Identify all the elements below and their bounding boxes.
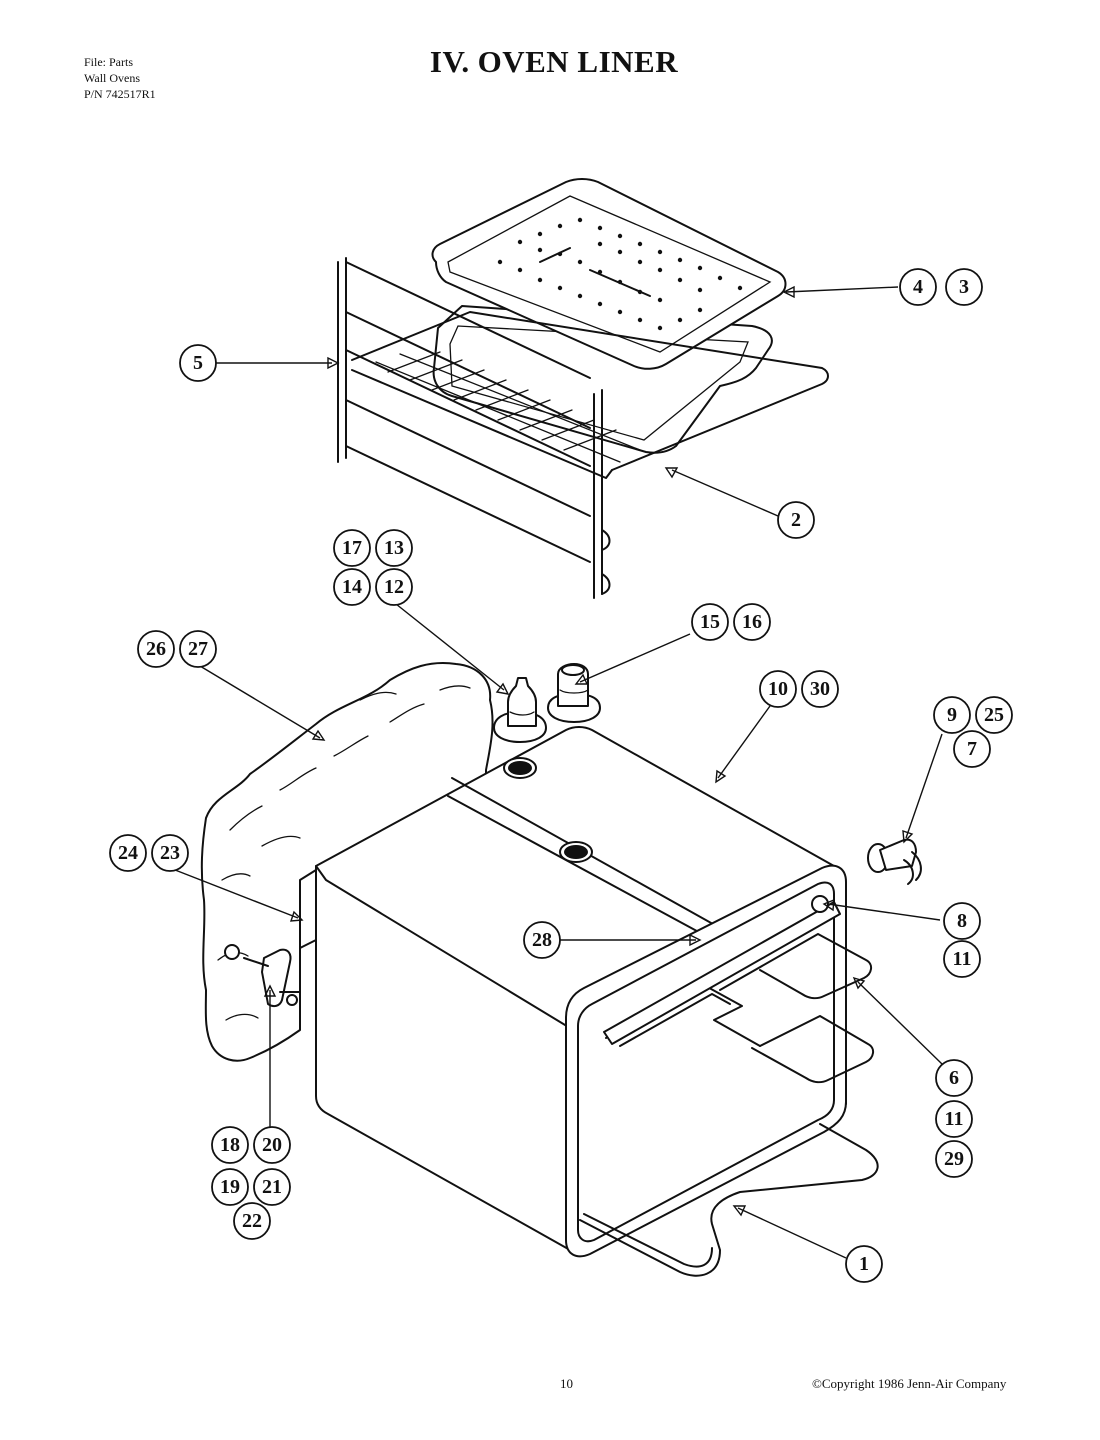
svg-text:8: 8 xyxy=(957,910,967,932)
callout-22: 22 xyxy=(233,1202,271,1240)
svg-text:21: 21 xyxy=(262,1176,282,1198)
copyright-notice: ©Copyright 1986 Jenn-Air Company xyxy=(812,1376,1007,1391)
callout-23: 23 xyxy=(151,834,189,872)
callout-11-upper: 11 xyxy=(943,940,981,978)
callout-27: 27 xyxy=(179,630,217,668)
callout-7: 7 xyxy=(953,730,991,768)
svg-text:15: 15 xyxy=(700,611,720,633)
svg-text:19: 19 xyxy=(220,1176,240,1198)
svg-text:16: 16 xyxy=(742,611,762,633)
section-number: IV. xyxy=(429,44,470,79)
callout-24: 24 xyxy=(109,834,147,872)
callout-18: 18 xyxy=(211,1126,249,1164)
svg-text:14: 14 xyxy=(342,576,362,598)
file-line-3: P/N 742517R1 xyxy=(84,87,156,101)
bake-element-drawing xyxy=(579,1123,879,1277)
leader-lines xyxy=(169,285,943,1259)
svg-text:10: 10 xyxy=(768,678,788,700)
callout-4: 4 xyxy=(899,268,937,306)
file-line-1: File: Parts xyxy=(84,55,134,69)
svg-text:22: 22 xyxy=(242,1210,262,1232)
broil-element-drawing xyxy=(603,895,874,1084)
svg-text:7: 7 xyxy=(967,738,977,760)
callout-14: 14 xyxy=(333,568,371,606)
svg-text:1: 1 xyxy=(859,1253,869,1275)
svg-text:18: 18 xyxy=(220,1134,240,1156)
svg-text:3: 3 xyxy=(959,276,969,298)
callout-10: 10 xyxy=(759,670,797,708)
callout-1: 1 xyxy=(845,1245,883,1283)
svg-text:23: 23 xyxy=(160,842,180,864)
callout-15: 15 xyxy=(691,603,729,641)
svg-text:5: 5 xyxy=(193,352,203,374)
callout-30: 30 xyxy=(801,670,839,708)
svg-text:30: 30 xyxy=(810,678,830,700)
svg-text:4: 4 xyxy=(913,276,923,298)
svg-text:24: 24 xyxy=(118,842,138,864)
svg-text:2: 2 xyxy=(791,509,801,531)
svg-text:12: 12 xyxy=(384,576,404,598)
broil-insert-drawing xyxy=(431,178,787,370)
section-title: OVEN LINER xyxy=(477,44,679,79)
callout-16: 16 xyxy=(733,603,771,641)
callout-21: 21 xyxy=(253,1168,291,1206)
callout-17: 17 xyxy=(333,529,371,567)
callout-6: 6 xyxy=(935,1059,973,1097)
svg-text:28: 28 xyxy=(532,929,552,951)
bushings-drawing xyxy=(493,663,601,743)
callout-29: 29 xyxy=(935,1140,973,1178)
svg-text:27: 27 xyxy=(188,638,208,660)
callout-9: 9 xyxy=(933,696,971,734)
page-title: IV.OVEN LINER xyxy=(0,44,1100,80)
rack-drawing xyxy=(351,311,829,479)
svg-text:17: 17 xyxy=(342,537,362,559)
callout-25: 25 xyxy=(975,696,1013,734)
callout-12: 12 xyxy=(375,568,413,606)
svg-text:11: 11 xyxy=(945,1108,964,1130)
callout-26: 26 xyxy=(137,630,175,668)
callout-2: 2 xyxy=(777,501,815,539)
file-info: File: Parts Wall Ovens P/N 742517R1 xyxy=(84,54,156,102)
svg-text:11: 11 xyxy=(953,948,972,970)
svg-text:6: 6 xyxy=(949,1067,959,1089)
page-number: 10 xyxy=(560,1376,573,1391)
rack-supports-drawing xyxy=(337,257,611,599)
svg-text:9: 9 xyxy=(947,704,957,726)
svg-text:20: 20 xyxy=(262,1134,282,1156)
sensor-drawing xyxy=(867,838,922,885)
callout-19: 19 xyxy=(211,1168,249,1206)
callout-20: 20 xyxy=(253,1126,291,1164)
callout-11-lower: 11 xyxy=(935,1100,973,1138)
svg-text:25: 25 xyxy=(984,704,1004,726)
svg-text:13: 13 xyxy=(384,537,404,559)
callout-28: 28 xyxy=(523,921,561,959)
callout-5: 5 xyxy=(179,344,217,382)
oven-liner-drawing xyxy=(224,726,847,1258)
file-line-2: Wall Ovens xyxy=(84,71,141,85)
callout-8: 8 xyxy=(943,902,981,940)
svg-text:29: 29 xyxy=(944,1148,964,1170)
callout-13: 13 xyxy=(375,529,413,567)
svg-text:26: 26 xyxy=(146,638,166,660)
callout-3: 3 xyxy=(945,268,983,306)
